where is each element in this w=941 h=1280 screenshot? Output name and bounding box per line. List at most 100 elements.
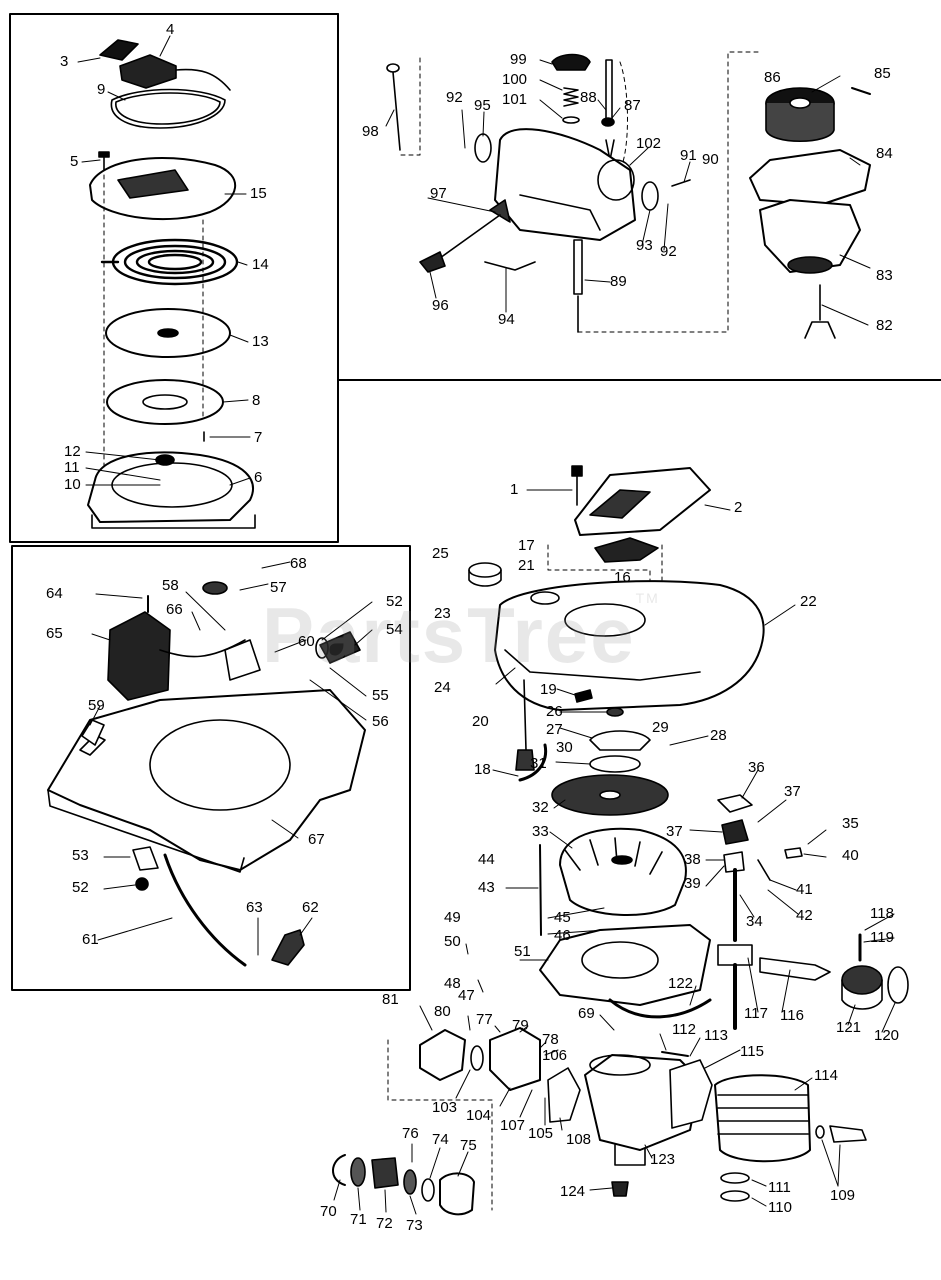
part-label-37-left: 37 bbox=[666, 823, 683, 840]
part-label-106: 106 bbox=[542, 1047, 568, 1064]
lever-96-part bbox=[419, 251, 446, 273]
ignition-base-group bbox=[47, 581, 366, 967]
gasket-115-part bbox=[669, 1059, 713, 1129]
handle-16-part bbox=[594, 537, 659, 563]
part-label-77: 77 bbox=[476, 1011, 493, 1028]
part-label-69: 69 bbox=[578, 1005, 595, 1022]
part-label-114: 114 bbox=[814, 1067, 838, 1084]
carburetor-81-part bbox=[419, 1029, 466, 1081]
part-label-73: 73 bbox=[406, 1217, 423, 1234]
shim-59-part bbox=[81, 719, 105, 746]
starter-cover-part bbox=[89, 156, 236, 221]
spring-100-part bbox=[562, 87, 580, 124]
part-label-47: 47 bbox=[458, 987, 475, 1004]
part-label-108: 108 bbox=[566, 1131, 592, 1148]
part-label-67: 67 bbox=[308, 831, 325, 848]
recoil-spring-part bbox=[100, 238, 239, 286]
wing-nut-part bbox=[804, 284, 836, 339]
starter-rope-part bbox=[110, 88, 226, 129]
part-label-84: 84 bbox=[876, 145, 893, 162]
part-label-24: 24 bbox=[434, 679, 451, 696]
cylinder-part bbox=[714, 1074, 811, 1163]
part-label-74: 74 bbox=[432, 1131, 449, 1148]
part-label-102: 102 bbox=[636, 135, 662, 152]
part-label-120: 120 bbox=[874, 1027, 900, 1044]
part-label-1: 1 bbox=[510, 481, 519, 498]
alignment-lines bbox=[103, 174, 204, 471]
part-label-63: 63 bbox=[246, 899, 263, 916]
part-label-70: 70 bbox=[320, 1203, 337, 1220]
filter-housing-part bbox=[759, 199, 861, 274]
part-label-81: 81 bbox=[382, 991, 399, 1008]
part-label-75: 75 bbox=[460, 1137, 477, 1154]
intake-104-part bbox=[489, 1027, 541, 1091]
part-label-37-right: 37 bbox=[784, 783, 801, 800]
carburetor-group bbox=[386, 51, 871, 339]
part-label-30: 30 bbox=[556, 739, 573, 756]
bolt-19-part bbox=[574, 689, 593, 703]
part-label-36: 36 bbox=[748, 759, 765, 776]
part-label-88: 88 bbox=[580, 89, 597, 106]
part-label-43: 43 bbox=[478, 879, 495, 896]
spring-39-part bbox=[723, 851, 745, 873]
part-label-97: 97 bbox=[430, 185, 447, 202]
part-label-113: 113 bbox=[704, 1027, 728, 1044]
part-label-27: 27 bbox=[546, 721, 563, 738]
bolt-112-part bbox=[661, 1051, 689, 1057]
part-label-110: 110 bbox=[768, 1199, 792, 1216]
clip-40-part bbox=[784, 847, 803, 859]
plate-93-part bbox=[641, 181, 659, 211]
throttle-shaft-part bbox=[439, 199, 511, 259]
part-label-51: 51 bbox=[514, 943, 531, 960]
screw-85-part bbox=[851, 87, 871, 95]
part-label-15: 15 bbox=[250, 185, 267, 202]
part-label-4: 4 bbox=[166, 21, 175, 38]
part-label-80: 80 bbox=[434, 1003, 451, 1020]
part-label-55: 55 bbox=[372, 687, 389, 704]
part-label-6: 6 bbox=[254, 469, 263, 486]
fuel-tank-part bbox=[494, 580, 765, 711]
part-label-20: 20 bbox=[472, 713, 489, 730]
cover-screw-part bbox=[98, 151, 110, 171]
part-label-46: 46 bbox=[554, 927, 571, 944]
part-label-13: 13 bbox=[252, 333, 269, 350]
part-label-10: 10 bbox=[64, 476, 81, 493]
part-label-94: 94 bbox=[498, 311, 515, 328]
plug-124-part bbox=[611, 1181, 629, 1197]
wire-69-part bbox=[608, 998, 712, 1019]
bracket-53-part bbox=[132, 846, 159, 871]
piston-part bbox=[841, 965, 883, 1010]
part-label-83: 83 bbox=[876, 267, 893, 284]
part-label-44: 44 bbox=[478, 851, 495, 868]
part-label-98: 98 bbox=[362, 123, 379, 140]
fuel-cap-part bbox=[468, 562, 502, 587]
crankshaft-part bbox=[717, 868, 753, 1030]
leader-lines bbox=[77, 35, 896, 1215]
part-label-5: 5 bbox=[70, 153, 79, 170]
gasket-111-part bbox=[720, 1172, 750, 1184]
part-label-64: 64 bbox=[46, 585, 63, 602]
part-label-31: 31 bbox=[530, 755, 547, 772]
part-label-87: 87 bbox=[624, 97, 641, 114]
part-label-103: 103 bbox=[432, 1099, 458, 1116]
part-label-28: 28 bbox=[710, 727, 727, 744]
part-label-42: 42 bbox=[796, 907, 813, 924]
lever-94-part bbox=[484, 261, 536, 271]
part-label-109: 109 bbox=[830, 1187, 856, 1204]
spark-plug-part bbox=[815, 1125, 867, 1143]
part-label-107: 107 bbox=[500, 1117, 526, 1134]
condenser-part bbox=[315, 631, 361, 664]
ignition-module-part bbox=[107, 611, 171, 701]
breaker-60-part bbox=[224, 639, 261, 681]
part-label-53: 53 bbox=[72, 847, 89, 864]
carburetor-body-part bbox=[494, 128, 636, 241]
part-label-19: 19 bbox=[540, 681, 557, 698]
part-label-62: 62 bbox=[302, 899, 319, 916]
part-label-25: 25 bbox=[432, 545, 449, 562]
rings-120-part bbox=[887, 966, 909, 1004]
part-label-52-bottom: 52 bbox=[72, 879, 89, 896]
gasket-84-part bbox=[749, 149, 871, 206]
part-label-14: 14 bbox=[252, 256, 269, 273]
part-label-32: 32 bbox=[532, 799, 549, 816]
